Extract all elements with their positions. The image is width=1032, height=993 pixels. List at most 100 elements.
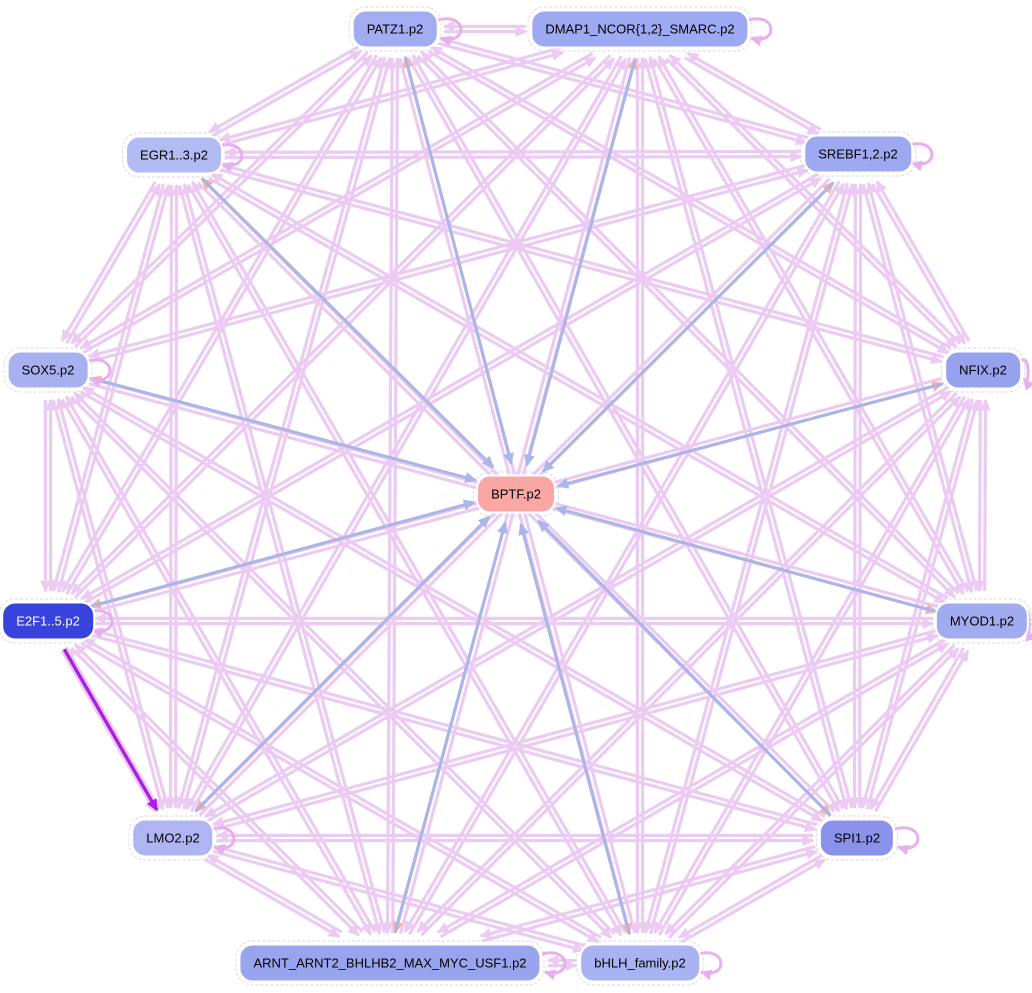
edge-patz1-egr1 bbox=[208, 45, 360, 134]
edge-srebf-bhlh bbox=[642, 182, 850, 935]
edge-nfix-spi1 bbox=[859, 398, 975, 810]
edge-dmap1-lmo2 bbox=[185, 55, 623, 811]
edge-patz1-srebf bbox=[438, 42, 809, 146]
edge-e2f1-bhlh bbox=[80, 641, 600, 944]
edge-arnt-srebf bbox=[408, 182, 846, 936]
edge-dmap1-spi1 bbox=[643, 58, 850, 811]
edge-arnt-spi1 bbox=[481, 848, 819, 943]
node-spi1[interactable]: SPI1.p2 bbox=[815, 815, 899, 861]
node-nfix[interactable]: NFIX.p2 bbox=[941, 347, 1025, 393]
edge-nfix-lmo2 bbox=[203, 385, 949, 818]
edge-dmap1-srebf bbox=[684, 56, 820, 136]
edge-spi1-nfix bbox=[865, 398, 981, 810]
node-label-sox5: SOX5.p2 bbox=[21, 362, 75, 378]
edge-srebf-myod1 bbox=[861, 183, 975, 594]
edge-egr1-srebf bbox=[225, 151, 803, 163]
edge-patz1-spi1 bbox=[407, 56, 841, 813]
edge-patz1-bptf bbox=[403, 56, 514, 466]
node-label-myod1: MYOD1.p2 bbox=[949, 613, 1015, 629]
edge-patz1-arnt bbox=[382, 57, 394, 935]
edge-e2f1-srebf bbox=[83, 177, 823, 605]
edge-spi1-arnt bbox=[479, 844, 816, 939]
edge-sox5-bptf bbox=[90, 376, 478, 483]
edge-lmo2-dmap1 bbox=[189, 57, 628, 813]
edge-myod1-srebf bbox=[865, 181, 979, 592]
node-label-nfix: NFIX.p2 bbox=[959, 362, 1007, 378]
edge-arnt-patz1 bbox=[391, 56, 403, 934]
node-patz1[interactable]: PATZ1.p2 bbox=[348, 6, 442, 52]
edge-lmo2-bhlh bbox=[212, 849, 586, 954]
edge-dmap1-egr1 bbox=[218, 46, 562, 143]
edge-spi1-bptf bbox=[537, 519, 832, 817]
node-myod1[interactable]: MYOD1.p2 bbox=[931, 598, 1032, 644]
edge-egr1-bptf bbox=[201, 177, 495, 469]
edge-spi1-patz1 bbox=[411, 53, 845, 810]
edge-lmo2-bptf bbox=[194, 515, 491, 813]
self-loop-arnt bbox=[541, 951, 567, 981]
edge-srebf-dmap1 bbox=[686, 51, 822, 132]
self-loop-spi1 bbox=[894, 826, 920, 856]
self-loop-patz1 bbox=[437, 17, 463, 47]
edge-myod1-spi1 bbox=[869, 647, 965, 811]
edge-egr1-myod1 bbox=[208, 176, 947, 605]
node-label-lmo2: LMO2.p2 bbox=[146, 830, 200, 846]
node-label-e2f1: E2F1..5.p2 bbox=[16, 613, 80, 629]
self-loop-e2f1 bbox=[88, 609, 114, 639]
self-loop-bhlh bbox=[697, 951, 723, 981]
edge-spi1-sox5 bbox=[81, 386, 826, 818]
node-bptf[interactable]: BPTF.p2 bbox=[473, 471, 559, 517]
node-arnt[interactable]: ARNT_ARNT2_BHLHB2_MAX_MYC_USF1.p2 bbox=[235, 940, 545, 986]
node-bhlh[interactable]: bHLH_family.p2 bbox=[576, 940, 704, 986]
edge-sox5-srebf bbox=[90, 167, 810, 363]
node-egr1[interactable]: EGR1..3.p2 bbox=[122, 132, 226, 178]
edge-bhlh-lmo2 bbox=[213, 843, 586, 948]
self-loop-dmap1 bbox=[747, 17, 773, 47]
edge-lmo2-nfix bbox=[207, 390, 953, 823]
node-srebf[interactable]: SREBF1,2.p2 bbox=[800, 131, 916, 177]
edge-patz1-lmo2 bbox=[176, 56, 387, 810]
self-loop-srebf bbox=[908, 142, 934, 172]
node-label-srebf: SREBF1,2.p2 bbox=[818, 146, 898, 162]
edge-arnt-bptf bbox=[393, 521, 508, 933]
edge-lmo2-patz1 bbox=[182, 56, 393, 810]
edge-srebf-bptf bbox=[541, 181, 835, 473]
node-label-bptf: BPTF.p2 bbox=[491, 486, 541, 502]
edge-myod1-nfix bbox=[979, 398, 991, 592]
node-label-arnt: ARNT_ARNT2_BHLHB2_MAX_MYC_USF1.p2 bbox=[253, 955, 527, 971]
node-sox5[interactable]: SOX5.p2 bbox=[3, 347, 93, 393]
edge-sox5-lmo2 bbox=[51, 399, 166, 811]
edge-sox5-dmap1 bbox=[82, 56, 597, 355]
edge-e2f1-lmo2 bbox=[62, 648, 159, 812]
self-loop-sox5 bbox=[86, 358, 112, 388]
edge-bhlh-bptf bbox=[518, 522, 631, 935]
edge-lmo2-sox5 bbox=[55, 397, 170, 809]
edge-spi1-dmap1 bbox=[647, 55, 854, 809]
edge-spi1-myod1 bbox=[873, 649, 970, 813]
node-label-spi1: SPI1.p2 bbox=[833, 830, 881, 846]
edge-lmo2-arnt bbox=[204, 858, 341, 939]
node-e2f1[interactable]: E2F1..5.p2 bbox=[0, 598, 98, 644]
node-label-patz1: PATZ1.p2 bbox=[366, 21, 424, 37]
edge-bhlh-spi1 bbox=[680, 858, 826, 944]
edge-myod1-egr1 bbox=[210, 172, 949, 600]
edge-myod1-patz1 bbox=[420, 51, 960, 595]
node-label-bhlh: bHLH_family.p2 bbox=[594, 955, 686, 971]
edge-srebf-patz1 bbox=[438, 35, 809, 140]
node-dmap1[interactable]: DMAP1_NCOR{1,2}_SMARC.p2 bbox=[527, 6, 753, 52]
edge-srebf-sox5 bbox=[87, 163, 807, 359]
node-label-dmap1: DMAP1_NCOR{1,2}_SMARC.p2 bbox=[545, 21, 735, 37]
edge-egr1-patz1 bbox=[211, 49, 363, 138]
edge-patz1-myod1 bbox=[416, 54, 956, 599]
edge-arnt-egr1 bbox=[181, 182, 387, 933]
edge-dmap1-bptf bbox=[524, 58, 637, 467]
edge-egr1-sox5 bbox=[60, 181, 157, 343]
edge-srebf-e2f1 bbox=[80, 172, 820, 601]
edge-spi1-bhlh bbox=[677, 853, 823, 939]
edge-e2f1-lmo2 bbox=[60, 649, 157, 813]
edge-sox5-egr1 bbox=[65, 183, 162, 345]
edge-nfix-srebf bbox=[875, 180, 971, 342]
node-lmo2[interactable]: LMO2.p2 bbox=[128, 815, 218, 861]
edge-nfix-bptf bbox=[556, 382, 944, 489]
self-loop-nfix bbox=[1020, 358, 1032, 391]
